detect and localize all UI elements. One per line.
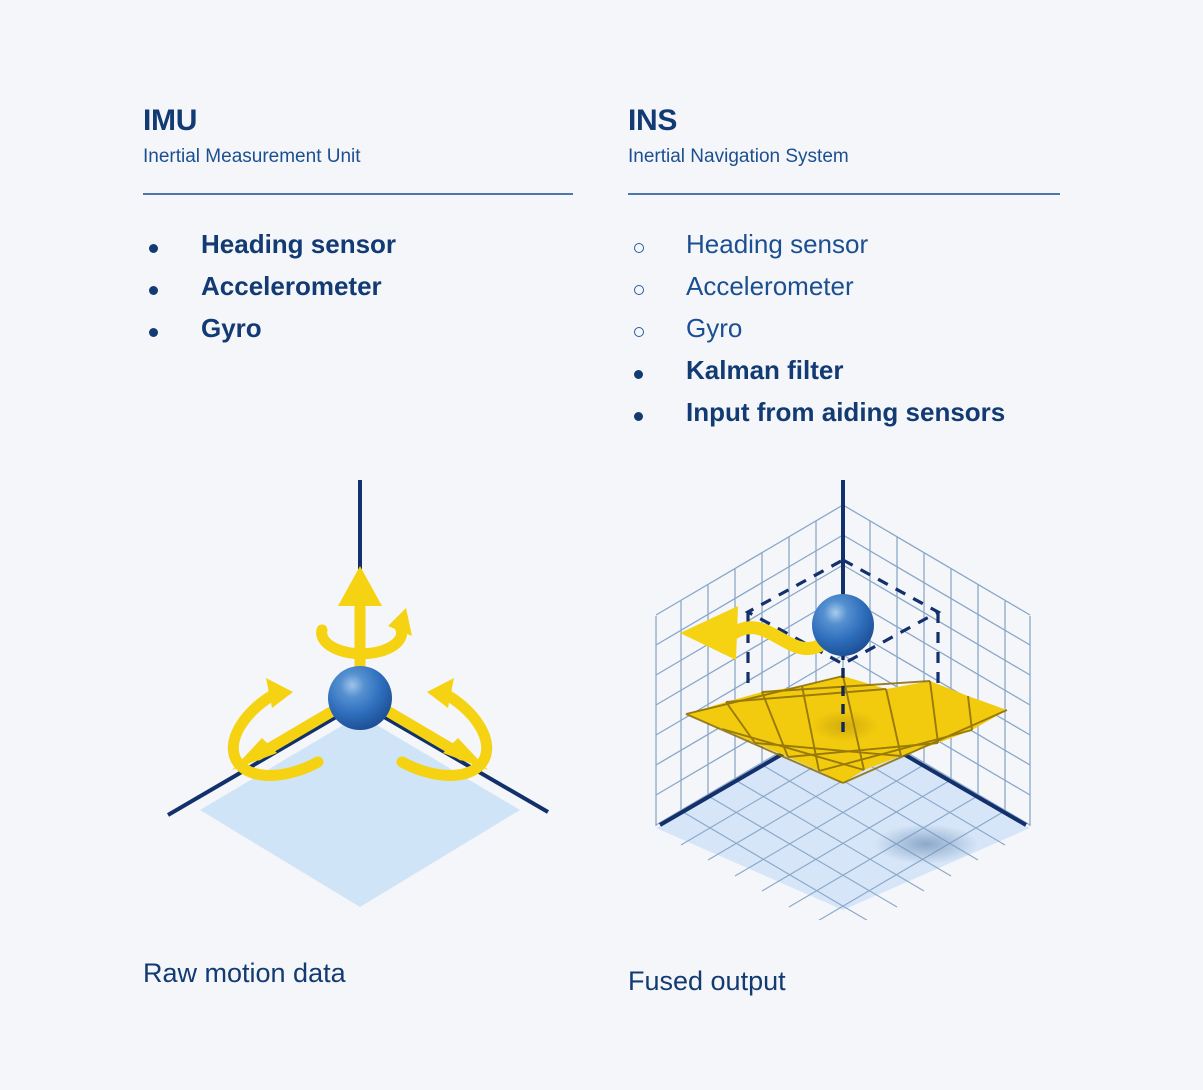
ground-plane xyxy=(200,715,520,907)
list-item-label: Heading sensor xyxy=(201,229,397,259)
subtitle-imu: Inertial Measurement Unit xyxy=(143,146,361,167)
column-ins: INS Inertial Navigation System Heading s… xyxy=(628,106,1060,441)
subtitle-ins: Inertial Navigation System xyxy=(628,146,849,167)
list-item-label: Accelerometer xyxy=(686,271,854,301)
arrow-heads xyxy=(232,566,488,770)
axis-left xyxy=(166,708,350,817)
projection-box xyxy=(744,558,942,686)
imu-three-axis-rotation-figure xyxy=(150,470,570,920)
list-item: Gyro xyxy=(628,315,1060,341)
list-item: Heading sensor xyxy=(143,231,573,257)
bullet-hollow-icon xyxy=(628,285,686,295)
sphere-shadow xyxy=(874,824,978,864)
list-item: Accelerometer xyxy=(628,273,1060,299)
list-item-label: Gyro xyxy=(201,313,262,343)
list-item: Heading sensor xyxy=(628,231,1060,257)
axis-right xyxy=(370,708,550,814)
caption-ins: Fused output xyxy=(628,966,786,996)
bullet-filled-icon xyxy=(143,244,201,253)
divider-ins xyxy=(628,193,1060,195)
correction-arrow-tail xyxy=(727,621,835,656)
list-item-label: Input from aiding sensors xyxy=(686,397,1006,427)
sensor-sphere xyxy=(328,666,392,730)
list-item-label: Heading sensor xyxy=(686,229,869,259)
bullet-filled-icon xyxy=(143,328,201,337)
surface-dent xyxy=(811,710,879,742)
column-imu: IMU Inertial Measurement Unit Heading se… xyxy=(143,106,573,357)
bullet-hollow-icon xyxy=(628,243,686,253)
page-title-ins: INS xyxy=(628,104,678,137)
bullet-hollow-icon xyxy=(628,327,686,337)
bullet-filled-icon xyxy=(628,412,686,421)
sensor-sphere xyxy=(812,594,874,656)
fused-surface-grid xyxy=(685,675,1008,784)
correction-arrow-head xyxy=(680,606,738,660)
bullet-filled-icon xyxy=(628,370,686,379)
list-item: Accelerometer xyxy=(143,273,573,299)
list-item-label: Gyro xyxy=(686,313,743,343)
caption-imu: Raw motion data xyxy=(143,958,346,988)
list-item-label: Accelerometer xyxy=(201,271,382,301)
divider-imu xyxy=(143,193,573,195)
list-item: Input from aiding sensors xyxy=(628,399,1060,425)
bullet-filled-icon xyxy=(143,286,201,295)
list-item: Gyro xyxy=(143,315,573,341)
ins-fused-surface-figure xyxy=(638,470,1048,920)
page-title-imu: IMU xyxy=(143,104,198,137)
list-item-label: Kalman filter xyxy=(686,355,844,385)
list-item: Kalman filter xyxy=(628,357,1060,383)
